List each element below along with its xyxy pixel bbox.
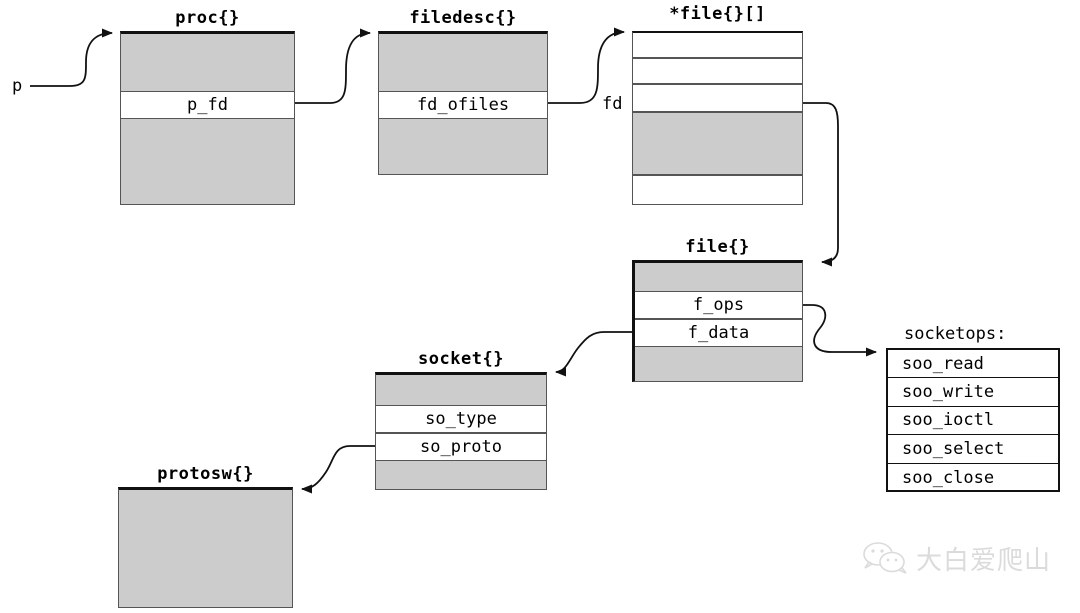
- socketops-entry[interactable]: soo_read: [888, 350, 1058, 379]
- socketops-entry[interactable]: soo_write: [888, 378, 1058, 407]
- link-p-to-proc: [30, 28, 113, 87]
- protosw-struct: [118, 487, 293, 608]
- socketops-entry[interactable]: soo_close: [888, 464, 1058, 492]
- socket-title: socket{}: [418, 349, 504, 369]
- socket-field-so-proto: so_proto: [376, 433, 546, 461]
- filearray-struct: [632, 31, 803, 205]
- socket-field-so-type-label: so_type: [425, 409, 497, 429]
- filearray-cell-fd: [633, 84, 802, 112]
- proc-field-p-fd-label: p_fd: [187, 95, 228, 115]
- socket-field-so-type: so_type: [376, 405, 546, 433]
- socketops-entry-label: soo_close: [902, 467, 995, 488]
- protosw-title: protosw{}: [157, 464, 254, 484]
- socketops-entry[interactable]: soo_select: [888, 435, 1058, 464]
- file-field-f-data-label: f_data: [687, 323, 750, 343]
- filedesc-field-fd-ofiles: fd_ofiles: [379, 91, 547, 119]
- file-title: file{}: [685, 237, 750, 257]
- file-struct: f_ops f_data: [632, 260, 803, 382]
- proc-struct: p_fd: [120, 31, 295, 205]
- filearray-cell-1: [633, 58, 802, 84]
- socketops-table: soo_read soo_write soo_ioctl soo_select …: [886, 348, 1060, 492]
- proc-title: proc{}: [175, 8, 240, 28]
- filearray-cell-gray: [633, 112, 802, 175]
- proc-field-p-fd: p_fd: [121, 91, 294, 119]
- filearray-cell-0: [633, 33, 802, 58]
- socketops-entry-label: soo_ioctl: [902, 410, 995, 431]
- filedesc-struct: fd_ofiles: [378, 31, 548, 175]
- socketops-entry-label: soo_write: [902, 382, 995, 403]
- file-field-f-ops-label: f_ops: [692, 295, 745, 315]
- socketops-entry-label: soo_select: [902, 438, 1005, 459]
- socketops-entry-label: soo_read: [902, 353, 984, 374]
- wechat-icon: [863, 542, 907, 574]
- socketops-label: socketops:: [904, 324, 1007, 344]
- link-fdata-to-socket: [555, 331, 640, 377]
- filedesc-title: filedesc{}: [409, 8, 517, 28]
- fd-index-label: fd: [602, 94, 623, 114]
- file-field-f-data: f_data: [635, 319, 802, 347]
- filearray-cell-last: [633, 175, 802, 205]
- p-pointer-label: p: [12, 76, 23, 96]
- socketops-entry[interactable]: soo_ioctl: [888, 407, 1058, 436]
- socket-struct: so_type so_proto: [375, 372, 547, 490]
- filedesc-field-fd-ofiles-label: fd_ofiles: [416, 95, 510, 115]
- filearray-title: *file{}[]: [669, 4, 766, 24]
- link-soproto-to-protosw: [301, 445, 384, 494]
- socket-field-so-proto-label: so_proto: [420, 437, 502, 457]
- link-pfd-to-filedesc: [282, 28, 371, 104]
- watermark: 大白爱爬山: [862, 536, 1067, 580]
- watermark-text: 大白爱爬山: [916, 545, 1052, 576]
- file-field-f-ops: f_ops: [635, 291, 802, 319]
